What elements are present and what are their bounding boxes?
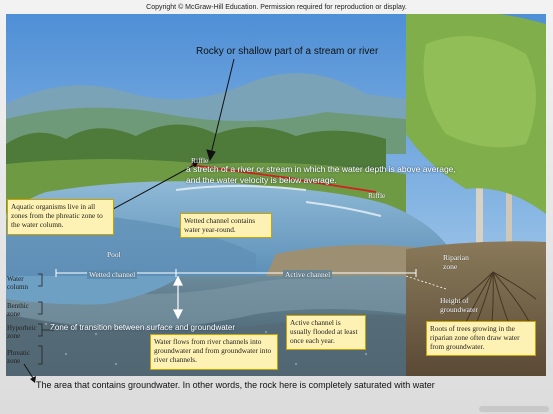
wetted-channel-label: Wetted channel xyxy=(87,270,138,279)
groundwater-note: The area that contains groundwater. In o… xyxy=(36,380,435,390)
water-flows-callout: Water flows from river channels into gro… xyxy=(150,334,278,370)
active-channel-label: Active channel xyxy=(283,270,333,279)
aquatic-organisms-callout: Aquatic organisms live in all zones from… xyxy=(7,199,114,235)
wetted-channel-callout: Wetted channel contains water year-round… xyxy=(180,213,272,238)
phreatic-zone-label: Phreatic zone xyxy=(7,349,30,365)
active-channel-callout: Active channel is usually flooded at lea… xyxy=(286,315,366,350)
scroll-handle[interactable] xyxy=(479,406,549,412)
stretch-description: a stretch of a river or stream in which … xyxy=(186,164,536,186)
river-scene-graphic xyxy=(6,14,546,376)
transition-zone-label: Zone of transition between surface and g… xyxy=(50,323,236,332)
copyright-notice: Copyright © McGraw-Hill Education. Permi… xyxy=(146,4,407,11)
stretch-line-1: a stretch of a river or stream in which … xyxy=(186,164,456,174)
river-illustration xyxy=(6,14,546,376)
riffle-top-label: Riffle xyxy=(191,156,209,165)
zone-brackets xyxy=(38,273,54,365)
riffle-right-label: Riffle xyxy=(368,191,386,200)
hyporheic-zone-label: Hyporheic zone xyxy=(7,324,37,340)
riparian-zone-label: Riparian zone xyxy=(443,253,469,271)
roots-callout: Roots of trees growing in the riparian z… xyxy=(426,321,536,356)
water-column-label: Water column xyxy=(7,275,28,291)
groundwater-height-label: Height of groundwater xyxy=(440,296,478,314)
groundwater-pointer-arrow xyxy=(23,363,36,383)
stretch-line-2: and the water velocity is below average. xyxy=(186,175,337,185)
benthic-zone-label: Benthic zone xyxy=(7,302,29,318)
rocky-part-label: Rocky or shallow part of a stream or riv… xyxy=(196,46,379,57)
pool-label: Pool xyxy=(107,250,121,259)
